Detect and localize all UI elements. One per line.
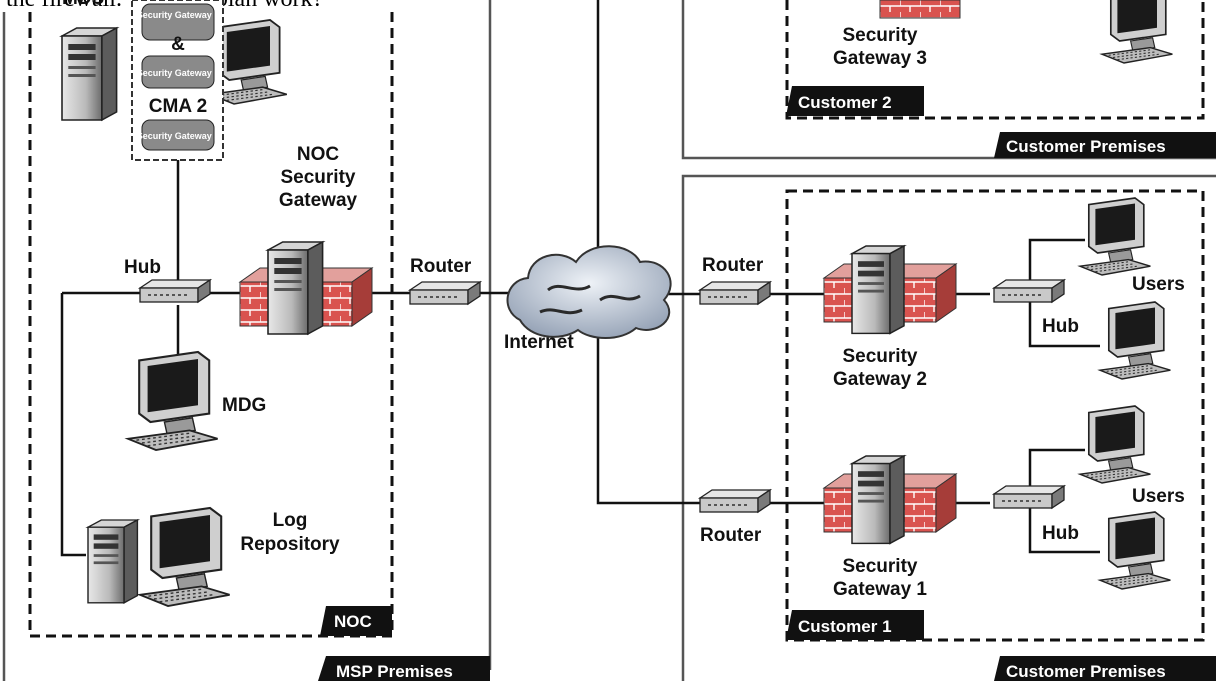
customer-1-tag: Customer 1 — [786, 610, 924, 640]
customer-premises-bottom-zone — [681, 174, 1216, 681]
users-bottom-label: Users — [1132, 486, 1185, 507]
customer-1-hub-bottom: Hub — [993, 485, 1079, 544]
customer-premises-bottom-tag: Customer Premises — [994, 656, 1216, 681]
customer-premises-top-tag: Customer Premises — [994, 132, 1216, 158]
noc-tag-text: NOC — [334, 612, 372, 631]
sg1-line-1: Security — [843, 556, 918, 577]
customer-premises-top-tag-text: Customer Premises — [1006, 137, 1166, 156]
security-gateway-3: Security Gateway 3 — [833, 0, 961, 69]
sg2-line-2: Gateway 2 — [833, 369, 927, 390]
router-c1-top-label: Router — [702, 255, 764, 276]
customer-premises-bottom-tag-text: Customer Premises — [1006, 662, 1166, 681]
router-c1-bottom-label: Router — [700, 525, 762, 546]
noc-router: Router — [409, 256, 481, 305]
customer-1-router-bottom: Router — [699, 489, 771, 546]
mdg-label: MDG — [222, 395, 266, 416]
mds-label: MDS — [62, 0, 104, 9]
cma-gw1-label: Security Gateway 1 — [137, 10, 220, 20]
sg2-line-1: Security — [843, 346, 918, 367]
noc-zone — [28, 12, 394, 638]
noc-gateway-line-2: Security — [281, 167, 356, 188]
noc-security-gateway: NOC Security Gateway — [239, 144, 373, 335]
customer-2-tag: Customer 2 — [786, 86, 924, 116]
router-noc-label: Router — [410, 256, 472, 277]
users-bottom-workstations: Users — [1079, 405, 1185, 590]
sg3-line-2: Gateway 3 — [833, 48, 927, 69]
customer-2-workstation-icon — [1101, 0, 1174, 64]
cma-ampersand: & — [171, 34, 185, 55]
hub-c1-top-label: Hub — [1042, 316, 1079, 337]
customer-1-hub-top: Hub — [993, 279, 1079, 337]
noc-tag: NOC — [320, 606, 392, 636]
customer-1-zone — [785, 189, 1205, 642]
customer-2-tag-text: Customer 2 — [798, 93, 892, 112]
cma-gw2-label: Security Gateway 2 — [137, 68, 220, 78]
log-repository: Log Repository — [87, 506, 340, 608]
internet-label: Internet — [504, 332, 574, 353]
cma2-label: CMA 2 — [149, 96, 207, 117]
customer-1-tag-text: Customer 1 — [798, 617, 892, 636]
users-top-label: Users — [1132, 274, 1185, 295]
mdg-workstation: MDG — [126, 350, 266, 452]
msp-premises-tag-text: MSP Premises — [336, 662, 453, 681]
security-gateway-1: Security Gateway 1 — [823, 455, 957, 600]
mds-server: MDS — [61, 0, 118, 121]
hub-c1-bottom-label: Hub — [1042, 523, 1079, 544]
cma-box: Security Gateway 1 & Security Gateway 2 … — [131, 0, 224, 161]
customer-1-router-top: Router — [699, 255, 771, 305]
noc-gateway-line-3: Gateway — [279, 190, 358, 211]
msp-premises-tag: MSP Premises — [318, 656, 490, 681]
security-gateway-2: Security Gateway 2 — [823, 245, 957, 390]
customer-2-zone — [785, 0, 1205, 120]
noc-hub: Hub — [124, 257, 211, 303]
cma-gw3-label: Security Gateway 3 — [137, 131, 220, 141]
users-top-workstations: Users — [1079, 197, 1185, 380]
internet-cloud: Internet — [504, 245, 672, 353]
noc-gateway-line-1: NOC — [297, 144, 340, 165]
hub-noc-label: Hub — [124, 257, 161, 278]
log-repository-line-1: Log — [273, 510, 308, 531]
sg3-line-1: Security — [843, 25, 918, 46]
log-repository-line-2: Repository — [240, 534, 340, 555]
sg1-line-2: Gateway 1 — [833, 579, 927, 600]
